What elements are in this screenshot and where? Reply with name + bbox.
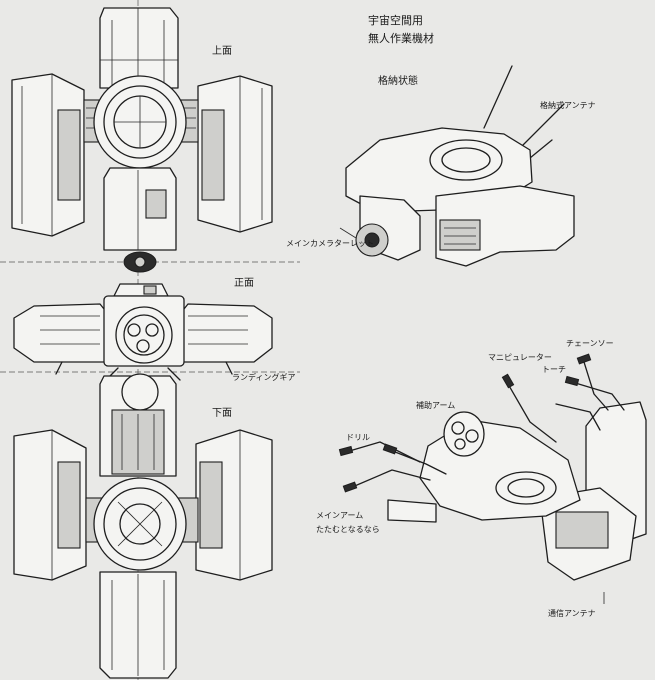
manipulator-label: マニピュレーター — [488, 353, 552, 362]
main-arm-note: たたむとなるなら — [316, 525, 380, 534]
sub-arm-label: 補助アーム — [416, 400, 455, 410]
deployed-perspective-drawing — [338, 353, 647, 604]
bottom-view-label: 下面 — [212, 408, 232, 419]
front-view-drawing — [13, 283, 273, 381]
stowed-perspective-drawing — [339, 65, 575, 267]
stowed-state-label: 格納状態 — [378, 74, 418, 87]
front-view-label: 正面 — [234, 278, 254, 289]
bottom-view-drawing — [13, 373, 273, 679]
top-view-drawing — [11, 7, 273, 273]
chainsaw-label: チェーンソー — [566, 339, 614, 348]
torch-label: トーチ — [542, 365, 566, 374]
drill-label: ドリル — [346, 433, 370, 442]
comm-antenna-label: 通信アンテナ — [548, 608, 596, 618]
main-camera-turret-label: メインカメラターレット — [286, 239, 374, 248]
main-arm-label: メインアーム — [316, 511, 363, 520]
landing-gear-label: ランディングギア — [232, 372, 295, 382]
sheet-title-line1: 宇宙空間用 — [368, 13, 423, 27]
stowed-antenna-label: 格納式アンテナ — [540, 100, 596, 110]
sheet-title-line2: 無人作業機材 — [368, 31, 434, 45]
top-view-label: 上面 — [212, 45, 232, 57]
